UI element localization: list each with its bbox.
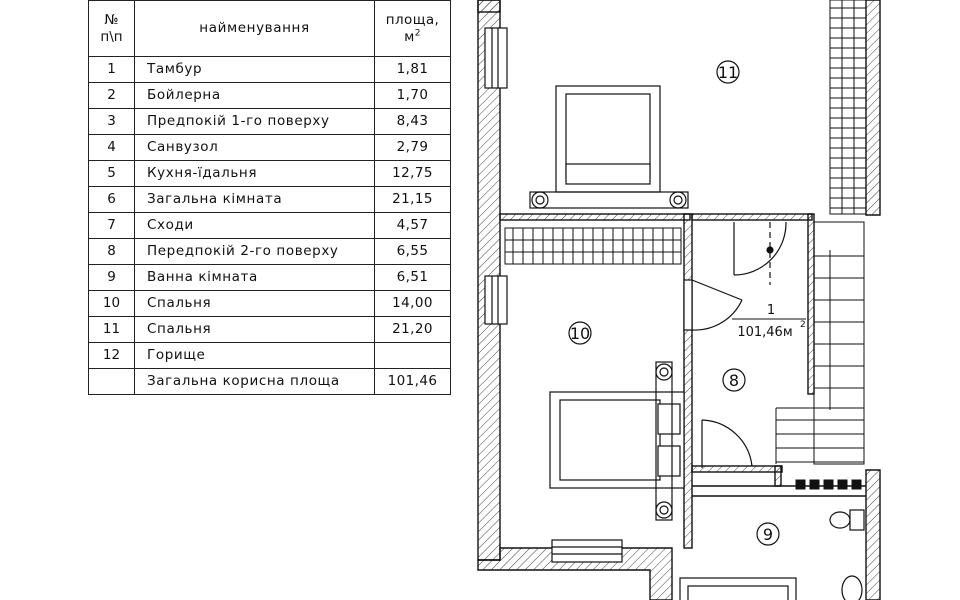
header-number-line2: п\п	[100, 28, 123, 45]
row-number: 1	[88, 56, 135, 83]
radiator-top-right	[829, 0, 867, 215]
row-name: Кухня-їдальня	[134, 160, 375, 187]
row-number: 11	[88, 316, 135, 343]
header-area: площа, м2	[374, 0, 451, 57]
row-area: 8,43	[374, 108, 451, 135]
room-number-11: 11	[718, 63, 738, 82]
row-area: 21,20	[374, 316, 451, 343]
room-number-10: 10	[570, 324, 590, 343]
vent-block	[795, 479, 806, 490]
window-lower-left	[484, 275, 508, 325]
door-room-10	[683, 279, 743, 331]
flat-number: 1	[767, 303, 775, 318]
room-label-8: 8	[722, 368, 746, 392]
row-number: 3	[88, 108, 135, 135]
row-area: 101,46	[374, 368, 451, 395]
row-name: Ванна кімната	[134, 264, 375, 291]
row-number: 12	[88, 342, 135, 369]
header-area-unit-sup: 2	[414, 28, 421, 38]
bed-room-11	[529, 85, 689, 209]
row-area: 12,75	[374, 160, 451, 187]
header-area-unit: м	[404, 28, 415, 45]
room-label-9: 9	[756, 522, 780, 546]
header-number-line1: №	[104, 11, 119, 28]
vent-block	[837, 479, 848, 490]
row-area: 1,81	[374, 56, 451, 83]
row-name: Предпокій 1-го поверху	[134, 108, 375, 135]
toilet	[829, 509, 865, 531]
bathtub	[679, 577, 797, 600]
header-name: найменування	[134, 0, 375, 57]
radiator-room-10	[504, 227, 682, 265]
room-number-8: 8	[729, 371, 739, 390]
window-bottom	[551, 539, 623, 563]
interior-walls	[499, 213, 866, 549]
room-label-11: 11	[716, 60, 740, 84]
table-header-row: № п\п найменування площа, м2	[88, 0, 451, 57]
door-stair-landing	[733, 221, 787, 285]
header-area-line2: м2	[375, 29, 450, 46]
door-bathroom	[701, 419, 753, 468]
row-name: Бойлерна	[134, 82, 375, 109]
row-area: 1,70	[374, 82, 451, 109]
header-area-line1: площа,	[385, 11, 440, 28]
flat-area-unit-sup: 2	[800, 320, 806, 330]
room-label-10: 10	[568, 321, 592, 345]
vent-block	[809, 479, 820, 490]
flat-area-label: 1 101,46м 2	[732, 303, 806, 340]
row-name: Загальна корисна площа	[134, 368, 375, 395]
row-name: Тамбур	[134, 56, 375, 83]
row-name: Загальна кімната	[134, 186, 375, 213]
vent-block	[823, 479, 834, 490]
vent-block	[851, 479, 862, 490]
vent-blocks	[795, 479, 862, 490]
window-upper-left	[484, 27, 508, 89]
row-name: Спальня	[134, 290, 375, 317]
row-name: Санвузол	[134, 134, 375, 161]
sink	[841, 575, 863, 600]
room-number-9: 9	[763, 525, 773, 544]
flat-area: 101,46м	[737, 325, 792, 340]
header-number: № п\п	[88, 0, 135, 57]
bed-room-10	[549, 361, 685, 521]
stairs	[775, 221, 865, 465]
